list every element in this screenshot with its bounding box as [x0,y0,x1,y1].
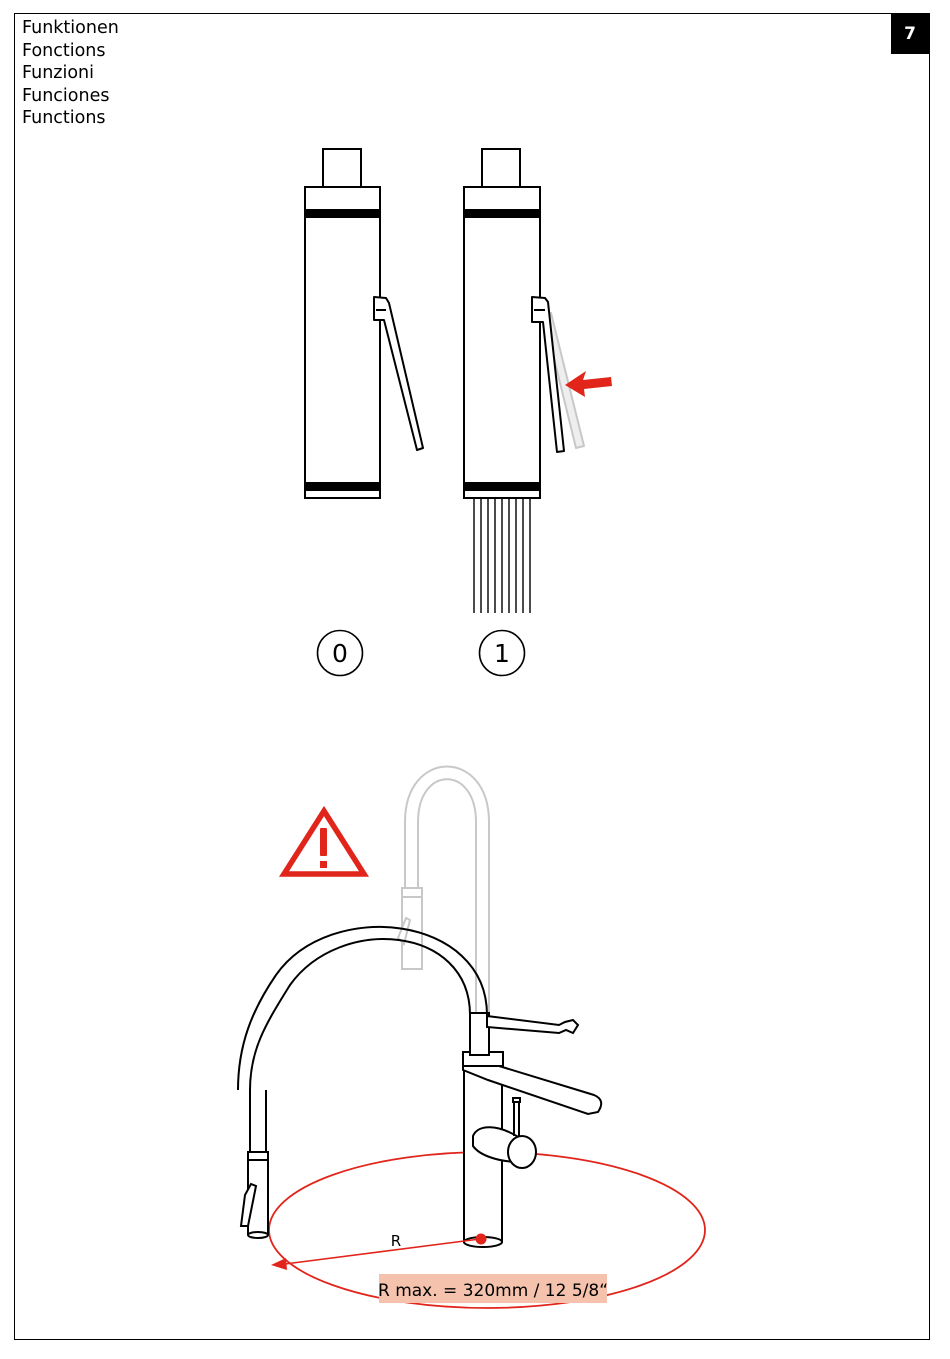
hose-lower-segment [249,1090,267,1152]
radius-indicator: R [271,1232,487,1270]
spray-head-off-illustration [304,148,424,499]
position-0-label: 0 [332,639,348,668]
faucet-rest-position-ghost [396,765,490,1015]
radius-symbol-label: R [391,1232,401,1250]
warning-icon [278,805,370,877]
press-arrow-icon [565,371,612,397]
page-frame [14,13,930,1340]
position-1-label: 1 [494,639,510,668]
max-radius-callout: R max. = 320mm / 12 5/8“ [378,1274,608,1303]
position-0-marker: 0 [316,629,364,677]
title-fr: Fonctions [22,40,106,61]
section-titles: Funktionen Fonctions Funzioni Funciones … [22,17,119,130]
title-de: Funktionen [22,18,119,38]
spray-head-on-illustration [463,148,612,613]
water-jets [473,498,531,613]
title-en: Functions [22,108,106,128]
max-radius-text: R max. = 320mm / 12 5/8“ [378,1281,608,1301]
title-es: Funciones [22,85,110,106]
title-it: Funzioni [22,63,94,83]
faucet-pulled-out-illustration [237,925,603,1248]
page-number-badge: 7 [891,14,929,54]
position-1-marker: 1 [478,629,526,677]
